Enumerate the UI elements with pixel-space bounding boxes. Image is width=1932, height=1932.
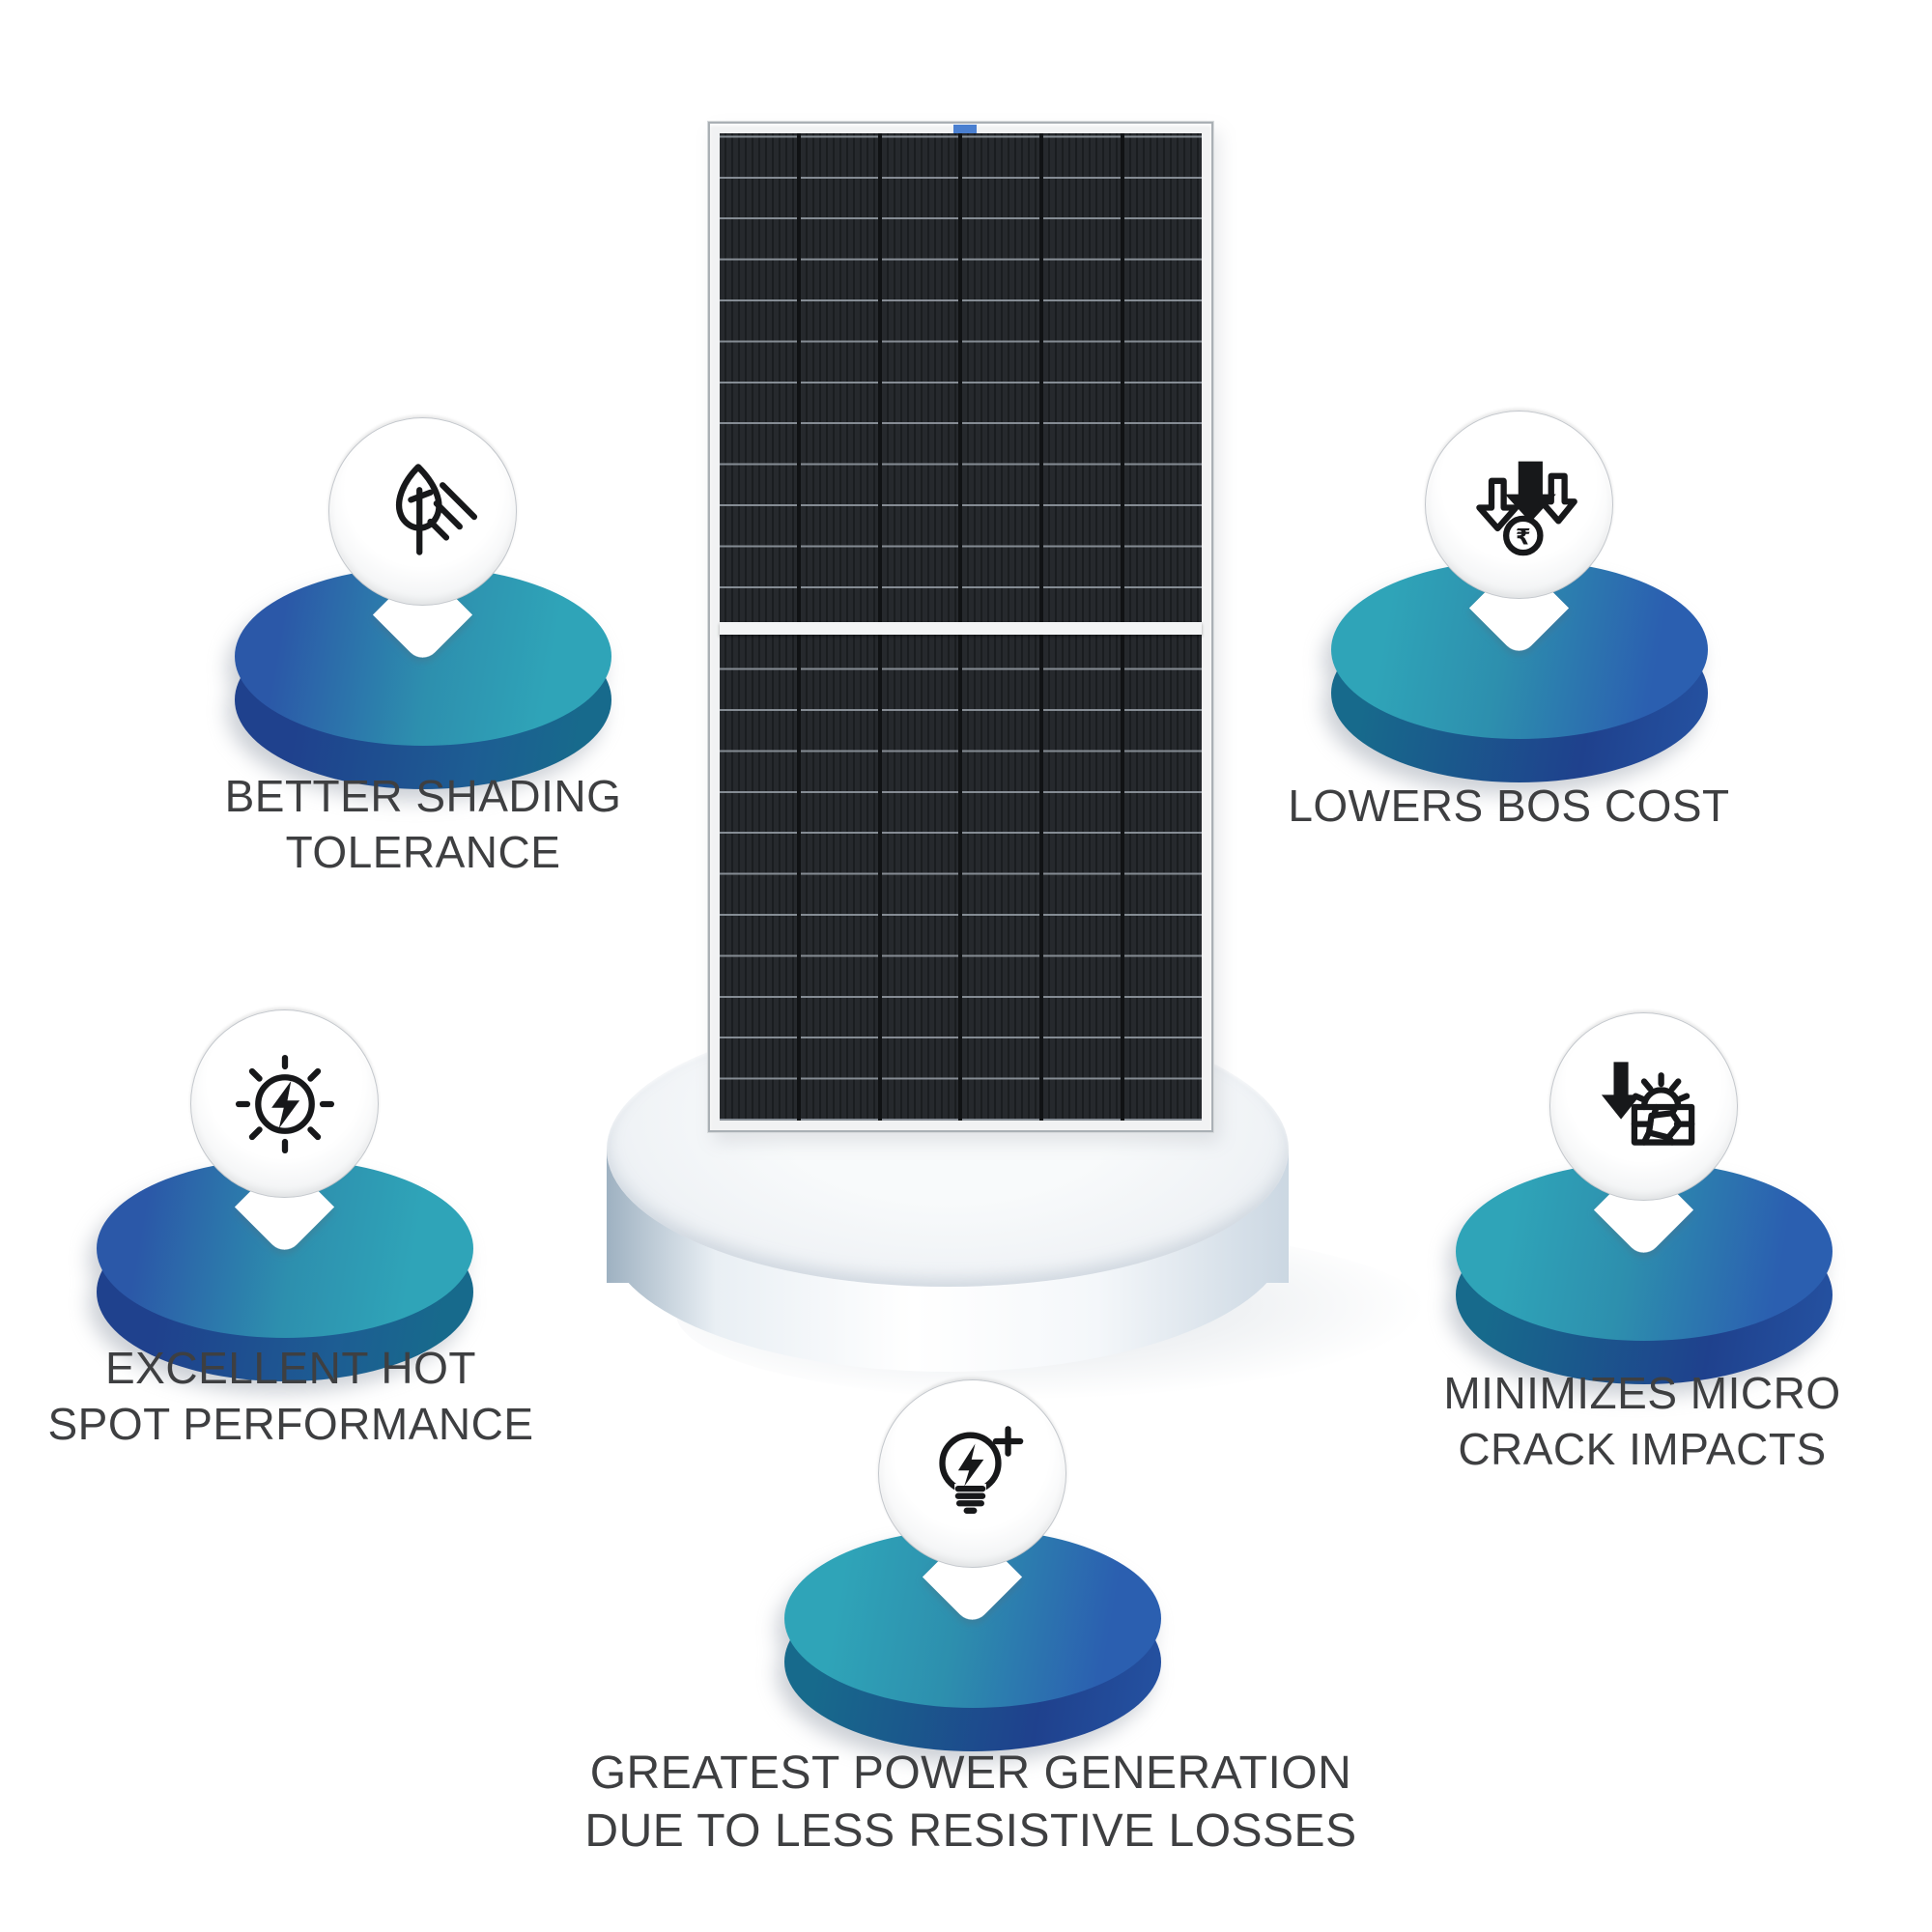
- badge-circle: [878, 1379, 1066, 1568]
- caption-line: GREATEST POWER GENERATION: [589, 1747, 1352, 1799]
- caption-line: LOWERS BOS COST: [1288, 781, 1730, 831]
- badge-circle: [328, 417, 517, 606]
- caption-line: MINIMIZES MICRO: [1443, 1368, 1841, 1418]
- feature-lowers-bos-cost: ₹: [1331, 411, 1708, 787]
- caption-line: SPOT PERFORMANCE: [47, 1398, 534, 1449]
- feature-label-excellent-hot-spot-performance: EXCELLENT HOT SPOT PERFORMANCE: [0, 1341, 590, 1453]
- down-arrows-rupee-icon: ₹: [1475, 461, 1577, 555]
- feature-label-better-shading-tolerance: BETTER SHADING TOLERANCE: [133, 769, 713, 881]
- badge-circle: ₹: [1425, 411, 1613, 599]
- caption-line: EXCELLENT HOT: [105, 1343, 476, 1393]
- feature-label-greatest-power-generation: GREATEST POWER GENERATION DUE TO LESS RE…: [507, 1745, 1435, 1861]
- caption-line: BETTER SHADING: [224, 771, 622, 821]
- icon-badge: ₹: [1425, 411, 1613, 662]
- panel-cell-grid: [720, 133, 1202, 1121]
- caption-line: CRACK IMPACTS: [1458, 1423, 1827, 1474]
- lightbulb-bolt-plus-icon: [938, 1425, 1023, 1514]
- feature-greatest-power-generation: [784, 1379, 1161, 1756]
- feature-minimizes-micro-crack-impacts: [1456, 1012, 1833, 1389]
- panel-half-cut-divider: [720, 622, 1202, 635]
- caption-line: TOLERANCE: [285, 826, 561, 877]
- feature-better-shading-tolerance: [235, 417, 611, 794]
- icon-badge: [328, 417, 517, 668]
- feature-label-lowers-bos-cost: LOWERS BOS COST: [1219, 779, 1799, 835]
- badge-circle: [190, 1009, 379, 1198]
- panel-label-sticker: [953, 125, 977, 133]
- caption-line: DUE TO LESS RESISTIVE LOSSES: [584, 1805, 1357, 1858]
- feature-disc: [235, 567, 611, 789]
- down-arrow-sun-cracked-wall-icon: [1601, 1061, 1694, 1146]
- icon-badge: [190, 1009, 379, 1261]
- feature-excellent-hot-spot-performance: [97, 1009, 473, 1386]
- leaf-sun-rays-icon: [395, 463, 477, 555]
- icon-badge: [1549, 1012, 1738, 1264]
- badge-circle: [1549, 1012, 1738, 1201]
- feature-label-minimizes-micro-crack-impacts: MINIMIZES MICRO CRACK IMPACTS: [1343, 1366, 1932, 1478]
- sun-lightning-icon: [235, 1054, 334, 1153]
- rupee-symbol: ₹: [1515, 524, 1530, 549]
- solar-panel: [708, 122, 1213, 1132]
- icon-badge: [878, 1379, 1066, 1631]
